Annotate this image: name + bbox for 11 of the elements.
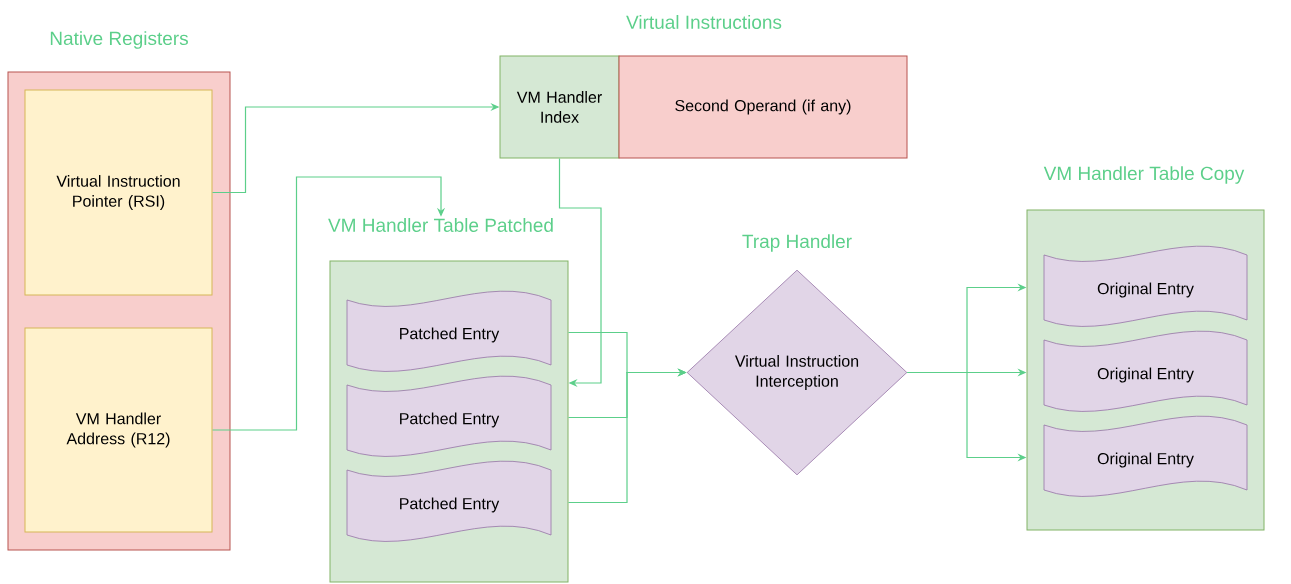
group-heading: Virtual Instructions xyxy=(626,15,782,29)
diamond-heading: Trap Handler xyxy=(742,234,852,252)
register-box: Second Operand (if any) xyxy=(618,55,908,159)
register-box: Virtual Instruction Pointer (RSI) xyxy=(24,89,213,296)
panel-heading: Native Registers xyxy=(50,31,188,49)
panel-heading: VM Handler Table Copy xyxy=(1043,166,1245,184)
register-box: VM Handler Index xyxy=(499,55,620,159)
arrow xyxy=(211,176,446,431)
panel-heading: VM Handler Table Patched xyxy=(328,218,553,232)
arrow xyxy=(558,157,602,388)
register-box: VM Handler Address (R12) xyxy=(24,327,213,533)
